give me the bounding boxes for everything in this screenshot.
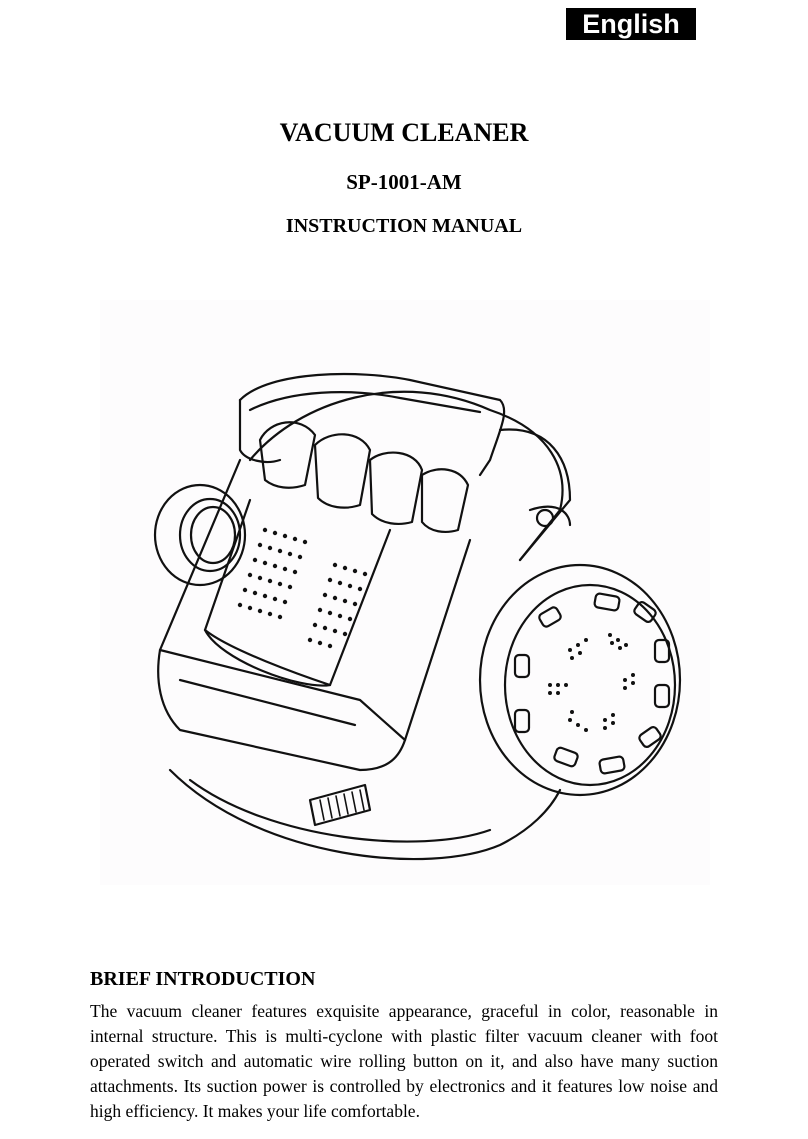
model-number: SP-1001-AM: [346, 170, 462, 194]
vacuum-cleaner-illustration: [100, 300, 710, 885]
section-heading: BRIEF INTRODUCTION: [90, 968, 316, 990]
language-badge: English: [566, 8, 696, 40]
page-title: VACUUM CLEANER: [279, 118, 529, 147]
intro-paragraph: The vacuum cleaner features exquisite ap…: [90, 1001, 718, 1121]
document-subtitle: INSTRUCTION MANUAL: [285, 215, 523, 237]
